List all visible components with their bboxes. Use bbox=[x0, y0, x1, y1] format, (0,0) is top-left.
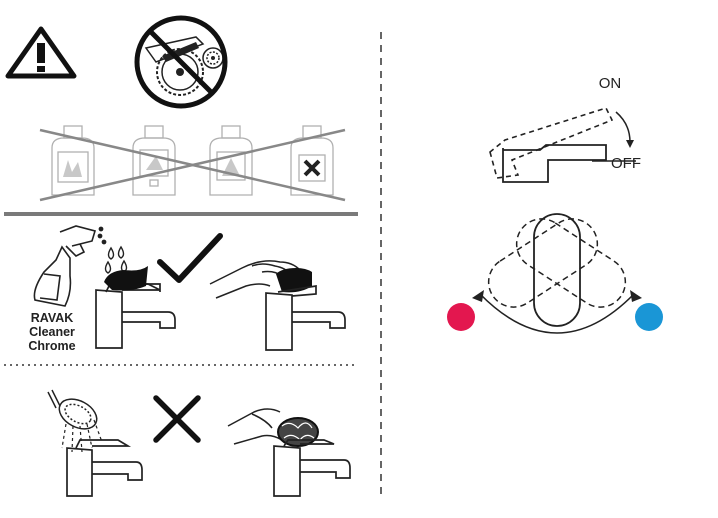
arrowhead-right bbox=[630, 290, 642, 302]
no-chemicals-row bbox=[39, 125, 346, 202]
rotation-arc bbox=[479, 293, 635, 334]
product-name: RAVAK bbox=[31, 311, 74, 325]
rotation-arrow bbox=[615, 111, 631, 143]
cross-line bbox=[39, 128, 346, 202]
chemical-bottle bbox=[132, 125, 176, 196]
hot-indicator bbox=[447, 303, 475, 331]
warning-icon bbox=[5, 26, 77, 79]
lever-off-position bbox=[502, 144, 607, 183]
arrowhead bbox=[626, 140, 634, 148]
shower-head-icon bbox=[47, 389, 98, 430]
lever-on-position bbox=[489, 107, 614, 179]
product-type: Cleaner bbox=[29, 325, 75, 339]
arrowhead-left bbox=[472, 290, 484, 302]
faucet-icon bbox=[265, 285, 346, 351]
off-label: OFF bbox=[611, 155, 641, 172]
on-label: ON bbox=[599, 75, 622, 92]
cross-icon bbox=[153, 395, 201, 443]
faucet-icon bbox=[273, 439, 351, 497]
lever-left-position bbox=[487, 218, 599, 308]
chemical-bottle bbox=[209, 125, 253, 196]
cold-indicator bbox=[635, 303, 663, 331]
faucet-icon bbox=[66, 439, 143, 497]
water-spray-icon bbox=[61, 419, 103, 453]
spray-bottle-icon bbox=[33, 225, 107, 307]
water-drops-icon bbox=[104, 245, 128, 274]
lever-right-position bbox=[515, 218, 627, 308]
check-icon bbox=[157, 233, 223, 283]
scouring-pad-icon bbox=[277, 417, 319, 447]
lever-top-view bbox=[533, 213, 581, 327]
no-abrasive-tools-icon bbox=[134, 15, 228, 109]
cleaning-cloth bbox=[104, 266, 148, 291]
lever-on-off-diagram: ON OFF bbox=[489, 75, 641, 183]
product-variant: Chrome bbox=[28, 339, 75, 353]
hand-scouring-icon bbox=[227, 408, 283, 445]
faucet-icon bbox=[95, 283, 176, 349]
cleaning-cloth bbox=[276, 268, 312, 293]
temperature-rotation-diagram bbox=[447, 213, 663, 334]
